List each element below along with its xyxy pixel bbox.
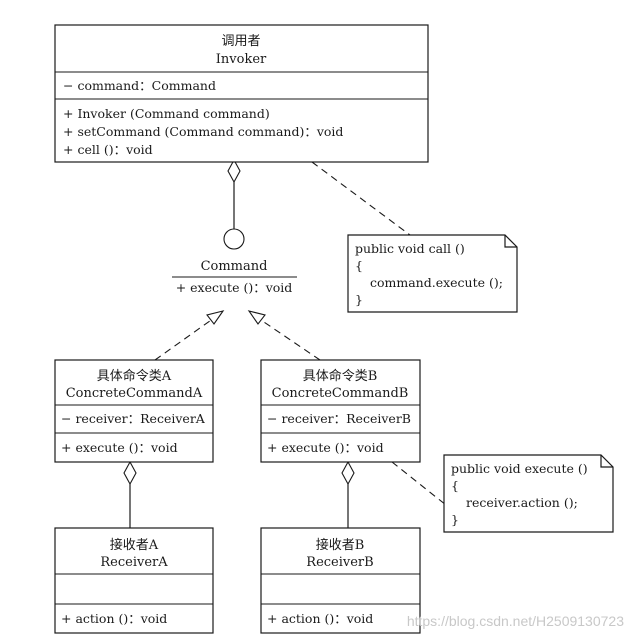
realization-arrow-a-icon [206,310,225,325]
aggregation-diamond-icon [341,460,355,486]
aggregation-diamond-icon [227,158,241,184]
aggregation-diamond-icon [123,460,137,486]
note-execute-line: public void execute () [451,461,588,476]
concrete-b-title-cn: 具体命令类B [303,368,378,384]
note-execute: public void execute () { receiver.action… [443,454,614,533]
command-interface-operation: + execute ()：void [176,280,293,295]
command-interface: Command + execute ()：void [172,259,297,295]
note-execute-line: receiver.action (); [466,495,578,510]
command-interface-name: Command [201,259,268,274]
realization-line-b [257,317,321,361]
concrete-command-a-class: 具体命令类A ConcreteCommandA − receiver：Recei… [54,359,214,463]
note-call-anchor-line [311,161,411,236]
watermark-text: https://blog.csdn.net/H2509130723 [407,613,624,629]
receiver-b-title-en: ReceiverB [306,555,373,570]
realization-arrow-b-icon [247,310,266,325]
note-execute-anchor-line [391,461,447,506]
note-execute-line: } [451,512,459,527]
invoker-operation: + Invoker (Command command) [63,106,270,121]
concrete-a-title-en: ConcreteCommandA [66,386,203,401]
note-call: public void call () { command.execute ()… [347,234,518,313]
receiver-b-class: 接收者B ReceiverB + action ()：void [260,527,421,634]
realization-line-a [154,317,215,361]
concrete-a-operation: + execute ()：void [61,440,178,455]
note-call-line: public void call () [355,241,465,256]
invoker-title-cn: 调用者 [221,34,260,49]
receiver-a-operation: + action ()：void [61,611,167,626]
receiver-b-operation: + action ()：void [267,611,373,626]
receiver-a-class: 接收者A ReceiverA + action ()：void [54,527,214,634]
note-execute-line: { [451,478,459,493]
command-interface-lollipop-icon [223,228,245,250]
concrete-b-title-en: ConcreteCommandB [272,386,409,401]
invoker-operation: + setCommand (Command command)：void [63,124,343,139]
concrete-b-operation: + execute ()：void [267,440,384,455]
invoker-class: 调用者 Invoker − command：Command + Invoker … [54,24,429,163]
receiver-a-title-en: ReceiverA [100,555,168,570]
concrete-b-attribute: − receiver：ReceiverB [267,411,411,426]
note-call-line: } [355,292,363,307]
invoker-attribute: − command：Command [63,78,216,93]
concrete-command-b-class: 具体命令类B ConcreteCommandB − receiver：Recei… [260,359,421,463]
note-call-line: command.execute (); [370,275,503,290]
invoker-operation: + cell ()：void [63,142,153,157]
concrete-a-attribute: − receiver：ReceiverA [61,411,206,426]
concrete-a-title-cn: 具体命令类A [97,368,172,384]
invoker-title-en: Invoker [216,52,267,67]
receiver-a-title-cn: 接收者A [110,537,159,553]
note-call-line: { [355,258,363,273]
receiver-b-title-cn: 接收者B [316,537,365,553]
